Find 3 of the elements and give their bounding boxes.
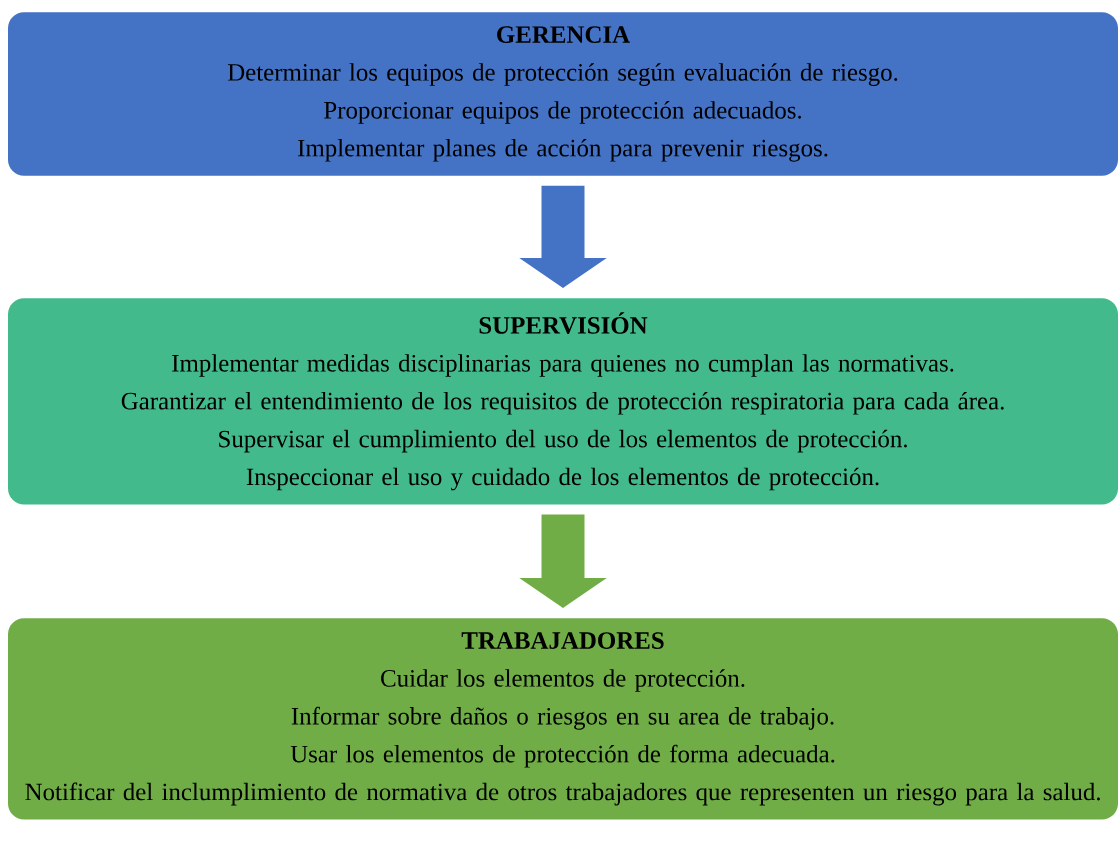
process-box: GERENCIA Determinar los equipos de protección según evaluación de riesgo. Proporcionar equipos de protección adecuados. Implementar planes de acción para prevenir riesgos. <box>8 12 1118 176</box>
process-box: SUPERVISIÓN Implementar medidas disciplinarias para quienes no cumplan las normativas. Garantizar el entendimiento de los requisitos de protección respiratoria para cada área. Supervisar el cumplimiento del uso de los elementos de protección. Inspeccionar el uso y cuidado de los elementos de protección. <box>8 298 1118 505</box>
process-box: TRABAJADORES Cuidar los elementos de protección. Informar sobre daños o riesgos en su area de trabajo. Usar los elementos de protección de forma adecuada. Notificar del inclumplimiento de normativa de otros trabajadores que representen un riesgo para la salud. <box>8 618 1118 820</box>
